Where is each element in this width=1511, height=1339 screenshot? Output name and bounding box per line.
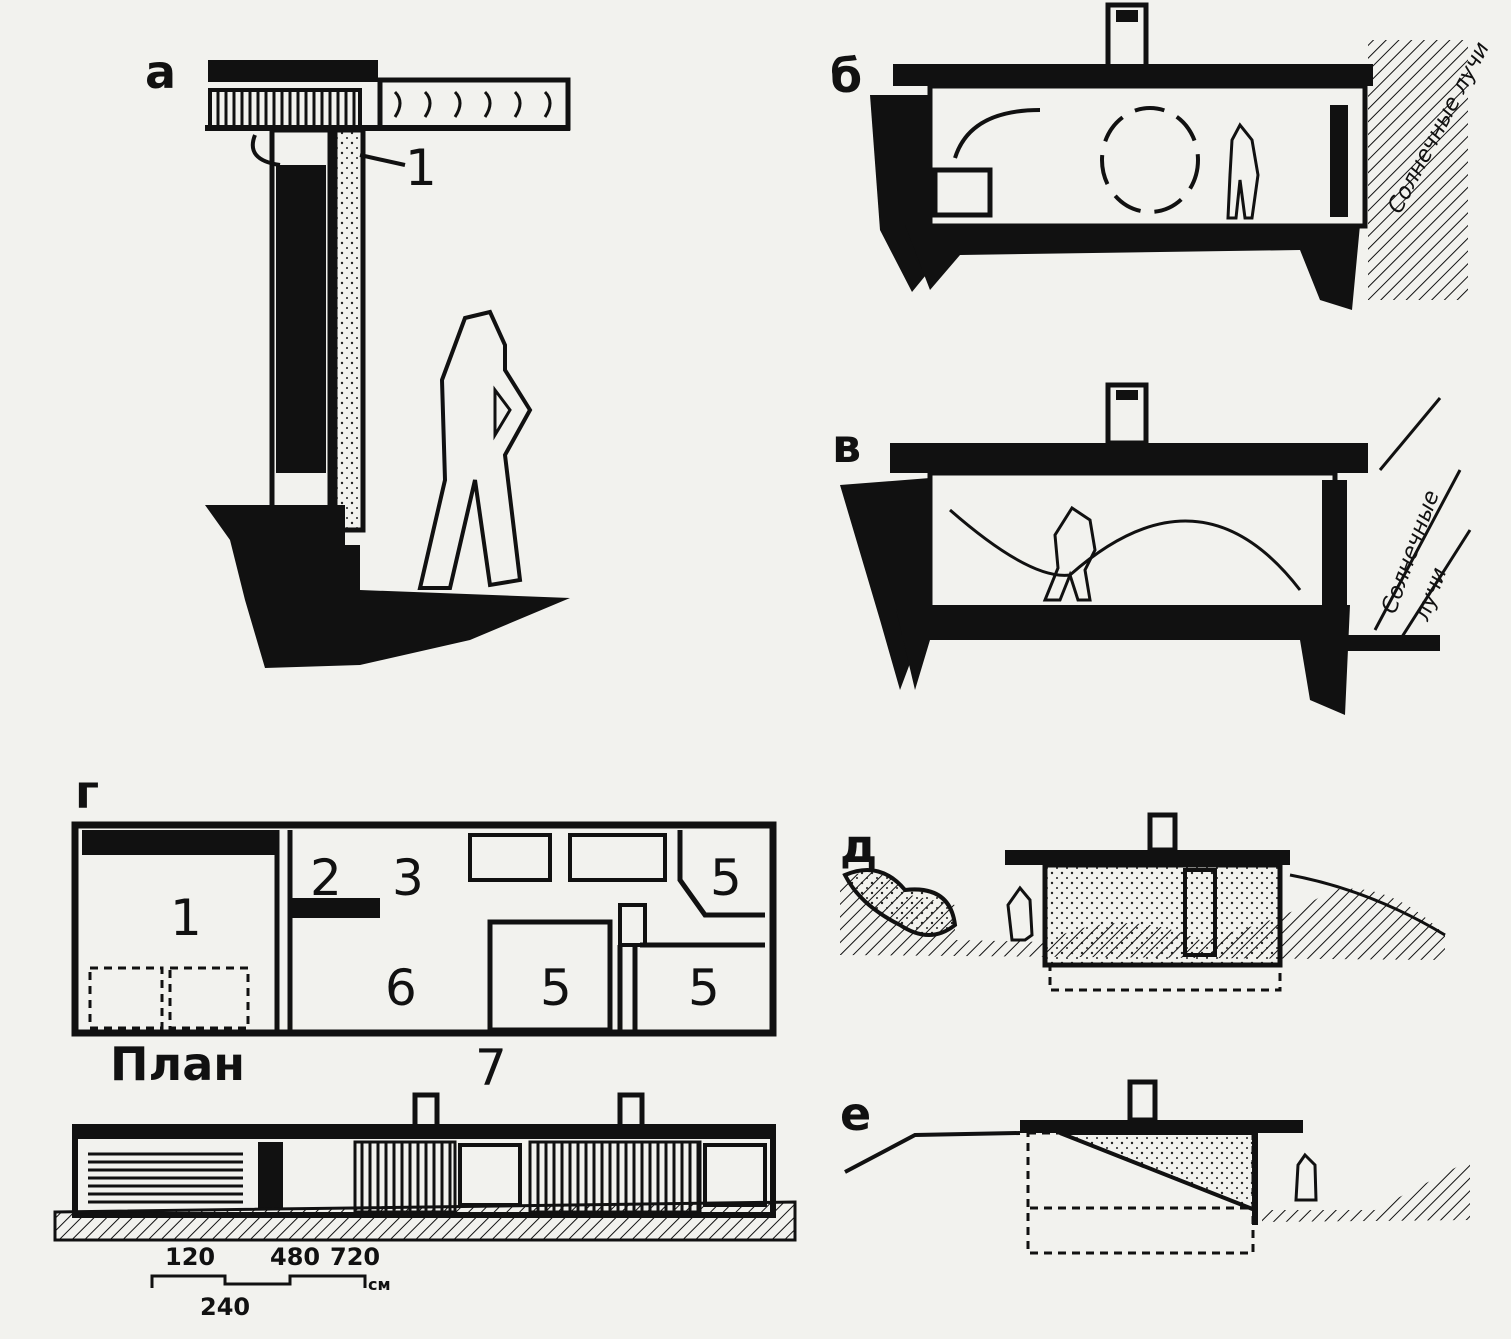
panel-v-section: в Солнечные лучи: [832, 382, 1472, 715]
panel-d-section: д: [840, 812, 1446, 992]
panel-e-label: е: [840, 1087, 871, 1141]
panel-a-person: [417, 309, 533, 590]
plan-room-7: 7: [475, 1039, 507, 1097]
plan-room-3: 3: [392, 849, 424, 907]
panel-d-person: [1006, 885, 1034, 942]
scale-unit: см: [368, 1275, 391, 1294]
panel-g-label: г: [75, 765, 99, 819]
panel-b-person: [1226, 122, 1260, 220]
panel-e-person: [1294, 1152, 1318, 1202]
plan-room-5a: 5: [710, 849, 742, 907]
panel-b-section: б Солнечные лучи: [830, 2, 1495, 310]
panel-a-wall-section: а 1: [145, 45, 571, 668]
panel-e-section: е: [840, 1079, 1470, 1255]
plan-room-1: 1: [170, 889, 202, 947]
panel-b-label: б: [830, 49, 862, 103]
panel-v-person: [1042, 505, 1097, 602]
plan-room-5b: 5: [540, 959, 572, 1017]
plan-room-6: 6: [385, 959, 417, 1017]
scale-tick-720: 720: [330, 1243, 380, 1271]
scale-tick-240: 240: [200, 1293, 250, 1321]
panel-d-label: д: [840, 819, 877, 873]
panel-a-callout-1: 1: [405, 139, 437, 197]
plan-room-5c: 5: [688, 959, 720, 1017]
panel-a-label: а: [145, 45, 176, 99]
scale-tick-480: 480: [270, 1243, 320, 1271]
plan-title: План: [110, 1037, 245, 1091]
scale-bar: 120 480 720 240 см: [150, 1243, 391, 1321]
plan-room-2: 2: [310, 849, 342, 907]
panel-v-label: в: [832, 419, 861, 473]
panel-g-plan: г 1 2 3 5 5 5 6 7 План: [71, 765, 777, 1097]
panel-g-facade: [53, 1092, 797, 1242]
scale-tick-120: 120: [165, 1243, 215, 1271]
